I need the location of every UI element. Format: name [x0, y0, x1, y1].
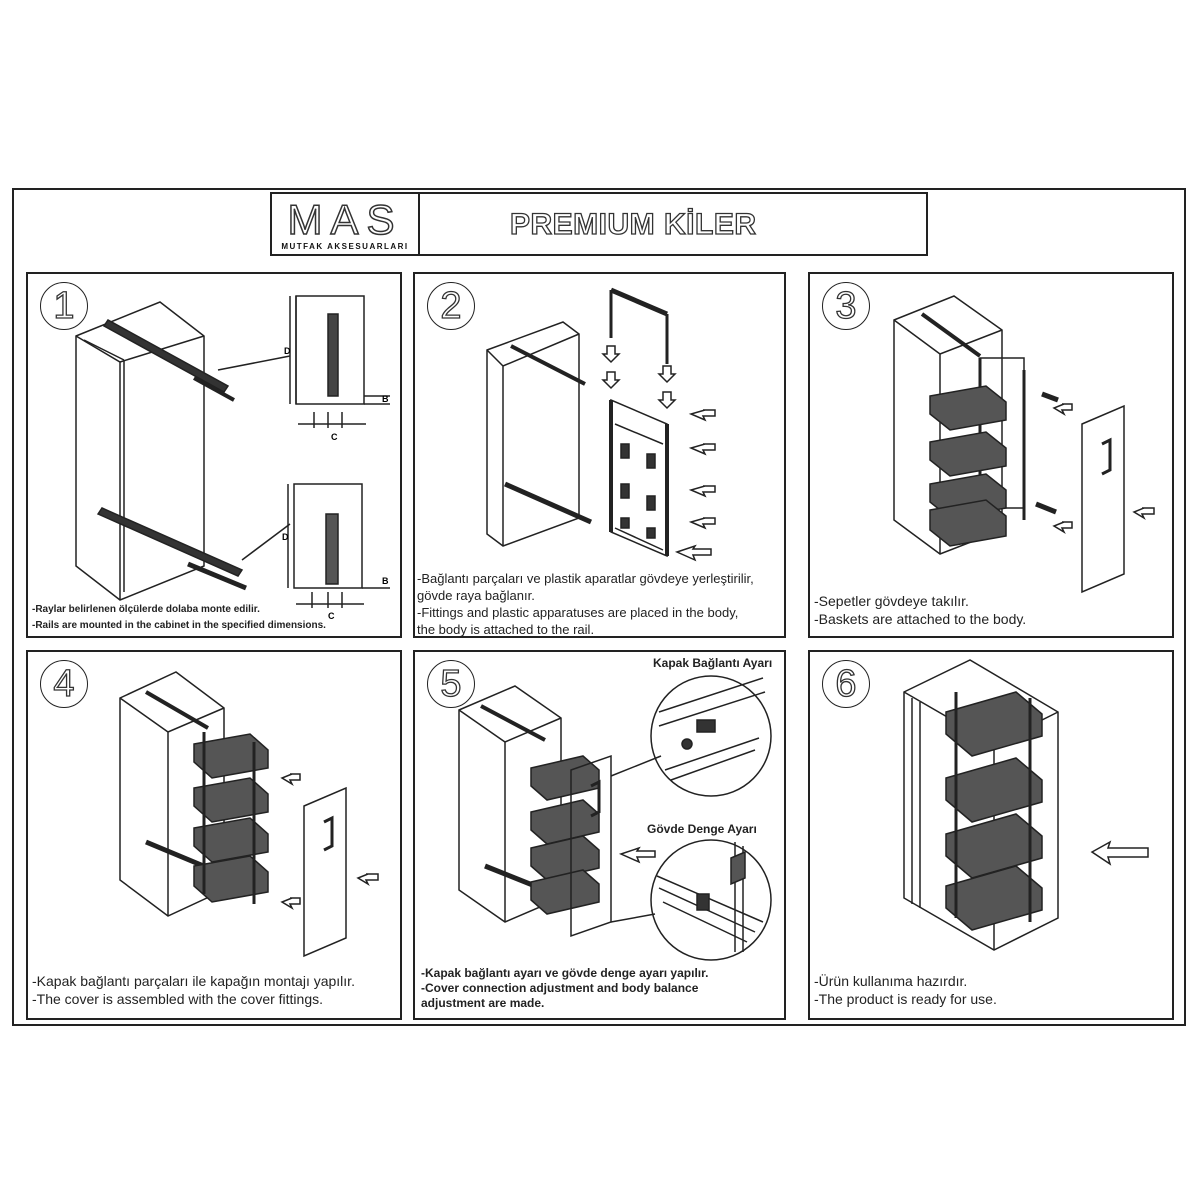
step-1-illustration: D C B D C B [75, 295, 390, 621]
caption-tr: -Sepetler gövdeye takılır. [814, 593, 969, 609]
step-1-panel: 1 [26, 272, 402, 638]
caption-tr: -Kapak bağlantı ayarı ve gövde denge aya… [421, 966, 709, 980]
caption-en: -Baskets are attached to the body. [814, 611, 1027, 627]
instruction-sheet [12, 188, 1186, 1026]
brand-tagline: MUTFAK AKSESUARLARI [281, 242, 409, 251]
caption-en-1: -Cover connection adjustment and body ba… [421, 981, 699, 995]
callout-cover-connection: Kapak Bağlantı Ayarı [653, 656, 773, 670]
step-5-panel: 5 Kapak Bağlantı Ayarı Gövde Denge Ayarı [413, 650, 786, 1020]
caption-tr: -Ürün kullanıma hazırdır. [814, 973, 968, 989]
step-2-panel: 2 [413, 272, 786, 638]
step-6-panel: 6 -Ürün kullanıma hazırdır. -The product… [808, 650, 1174, 1020]
caption-en: -The cover is assembled with the cover f… [32, 991, 324, 1007]
step-4-illustration [119, 671, 379, 958]
caption-en-2: adjustment are made. [421, 996, 545, 1010]
caption-tr: -Kapak bağlantı parçaları ile kapağın mo… [32, 973, 355, 989]
step-3-panel: 3 -Sepetler gövdeye takılır. [808, 272, 1174, 638]
step-number: 5 [427, 660, 475, 708]
caption-tr-1: -Bağlantı parçaları ve plastik aparatlar… [417, 571, 754, 586]
step-number: 4 [40, 660, 88, 708]
caption-en: -Rails are mounted in the cabinet in the… [32, 620, 326, 631]
dim-d-bottom: D [282, 532, 289, 542]
page-title: PREMIUM KİLER [509, 207, 757, 241]
caption-tr: -Raylar belirlenen ölçülerde dolaba mont… [32, 604, 260, 615]
caption-en-2: the body is attached to the rail. [417, 622, 595, 637]
step-3-caption: -Sepetler gövdeye takılır. -Baskets are … [814, 592, 1026, 628]
step-5-caption: -Kapak bağlantı ayarı ve gövde denge aya… [421, 966, 708, 1011]
dim-c-bottom: C [328, 611, 335, 621]
step-number: 6 [822, 660, 870, 708]
dim-b-bottom: B [382, 576, 389, 586]
brand-name: MAS [287, 195, 403, 244]
brand-logo: MAS MUTFAK AKSESUARLARI [270, 192, 420, 256]
caption-tr-2: gövde raya bağlanır. [417, 588, 535, 603]
callout-body-balance: Gövde Denge Ayarı [647, 822, 757, 836]
step-4-panel: 4 -Kapak bağlantı parçaları ile kapağın … [26, 650, 402, 1020]
caption-en-1: -Fittings and plastic apparatuses are pl… [417, 605, 739, 620]
step-5-illustration [458, 675, 772, 961]
step-2-caption: -Bağlantı parçaları ve plastik aparatlar… [417, 570, 754, 638]
step-1-caption: -Raylar belirlenen ölçülerde dolaba mont… [32, 602, 326, 634]
dim-b-top: B [382, 394, 389, 404]
step-6-illustration [903, 659, 1149, 951]
caption-en: -The product is ready for use. [814, 991, 997, 1007]
step-4-caption: -Kapak bağlantı parçaları ile kapağın mo… [32, 972, 355, 1008]
title-box: PREMIUM KİLER [420, 192, 928, 256]
dim-c-top: C [331, 432, 338, 442]
step-6-caption: -Ürün kullanıma hazırdır. -The product i… [814, 972, 997, 1008]
step-number: 3 [822, 282, 870, 330]
step-2-illustration [486, 287, 716, 562]
step-number: 2 [427, 282, 475, 330]
step-number: 1 [40, 282, 88, 330]
step-3-illustration [893, 295, 1155, 594]
dim-d-top: D [284, 346, 291, 356]
